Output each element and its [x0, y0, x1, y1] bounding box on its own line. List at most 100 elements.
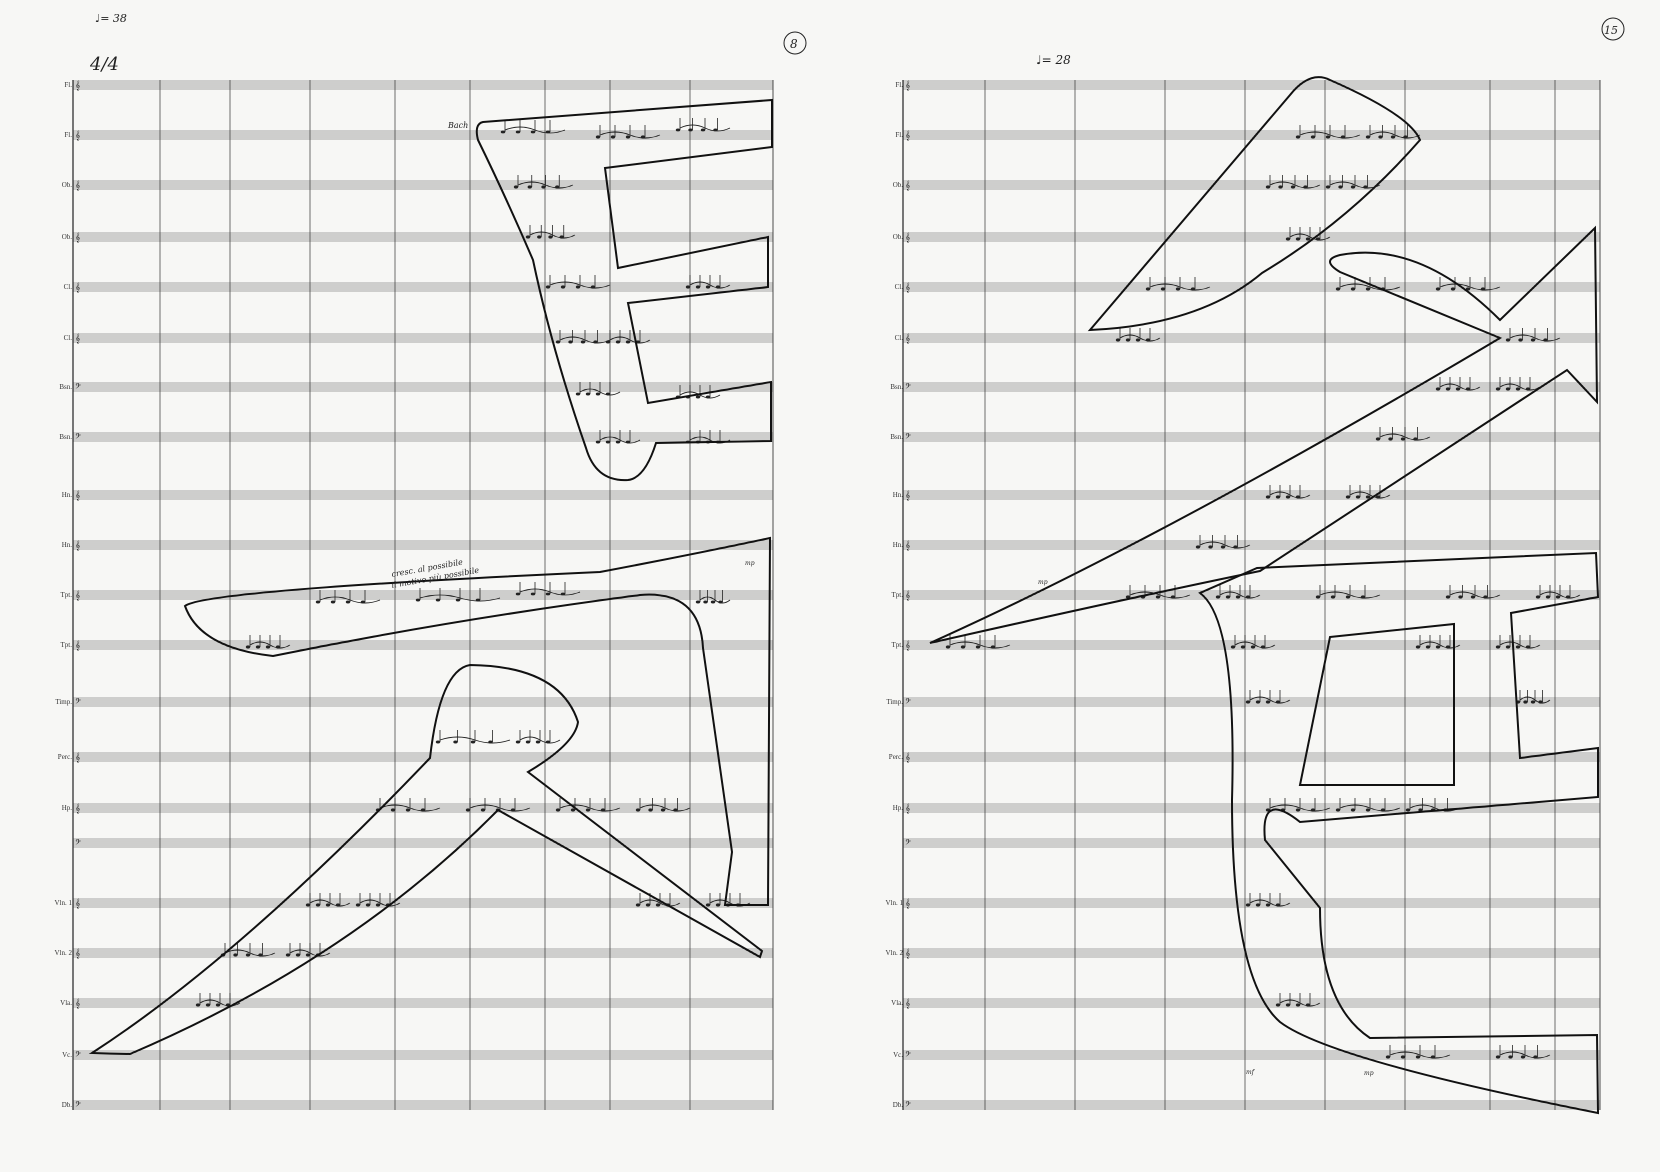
note-head	[1345, 595, 1351, 599]
note-head	[245, 645, 251, 649]
staff	[903, 948, 1600, 958]
instrument-label: Tpt.	[892, 641, 904, 649]
staff	[73, 130, 773, 140]
instrument-label: Bsn.	[59, 433, 72, 441]
staff	[903, 1100, 1600, 1110]
note-head	[625, 340, 631, 344]
tempo-marking-left: ♩= 38	[95, 12, 127, 25]
note-head	[610, 135, 616, 139]
note-head	[1350, 185, 1356, 189]
clef-icon: 𝄞	[75, 948, 80, 959]
note-head	[453, 740, 458, 744]
note-head	[315, 600, 321, 604]
staff	[903, 1050, 1600, 1060]
note-head	[605, 340, 611, 344]
note-head	[590, 285, 596, 289]
note-head	[1505, 338, 1511, 342]
instrument-label: Hn.	[893, 541, 904, 549]
note-head	[585, 392, 591, 396]
note-head	[695, 600, 701, 604]
note-head	[1445, 387, 1451, 391]
score-page-left: ♩= 38 4/4 8 Fl.Fl.Ob.Ob.Cl.Cl.Bsn.Bsn.Hn…	[55, 12, 807, 1111]
note-head	[1465, 387, 1471, 391]
note-head	[530, 130, 536, 134]
note-head	[1275, 903, 1281, 907]
note-head	[365, 903, 371, 907]
time-signature: 4/4	[89, 54, 119, 75]
staff	[903, 432, 1600, 442]
note-head	[1413, 437, 1418, 441]
note-head	[500, 130, 506, 134]
note-head	[515, 130, 521, 134]
note-head	[560, 285, 566, 289]
note-head	[245, 953, 251, 957]
note-head	[1350, 287, 1356, 291]
note-head	[545, 592, 551, 596]
clef-icon: 𝄞	[75, 803, 80, 814]
note-head	[705, 395, 711, 399]
note-head	[1340, 135, 1346, 139]
dynamic-mp-right-1: mp	[1038, 579, 1048, 586]
note-head	[570, 808, 576, 812]
page-number-left: 8	[790, 37, 798, 51]
staff	[73, 1100, 773, 1110]
note-head	[559, 235, 564, 239]
note-head	[545, 740, 551, 744]
note-head	[605, 392, 611, 396]
dynamic-mp-left: mp	[745, 560, 755, 567]
instrument-label: Fl.	[64, 131, 72, 139]
note-head	[488, 740, 493, 744]
note-head	[465, 808, 471, 812]
staff	[73, 333, 773, 343]
note-head	[1260, 645, 1266, 649]
note-head	[1530, 700, 1536, 704]
staff	[73, 838, 773, 848]
note-head	[1523, 700, 1528, 704]
note-head	[305, 953, 311, 957]
instrument-label: Timp.	[55, 698, 72, 706]
note-head	[1530, 338, 1536, 342]
note-head	[285, 953, 291, 957]
instrument-label: Vc.	[893, 1051, 903, 1059]
instrument-label: Cl.	[895, 283, 904, 291]
instrument-label: Bsn.	[59, 383, 72, 391]
clef-icon: 𝄞	[905, 998, 910, 1009]
clef-icon: 𝄞	[905, 803, 910, 814]
note-head	[1265, 495, 1271, 499]
note-head	[1275, 700, 1281, 704]
note-head	[1295, 495, 1301, 499]
note-head	[1380, 808, 1386, 812]
clef-icon: 𝄞	[905, 232, 910, 243]
note-head	[355, 903, 361, 907]
staff	[903, 282, 1600, 292]
note-head	[258, 953, 263, 957]
note-head	[1455, 387, 1461, 391]
note-head	[580, 340, 586, 344]
note-head	[1305, 1003, 1311, 1007]
instrument-label: Vln. 2	[55, 949, 73, 957]
note-head	[215, 1003, 221, 1007]
note-head	[1335, 808, 1341, 812]
note-head	[390, 808, 396, 812]
note-head	[360, 600, 366, 604]
note-head	[1375, 437, 1381, 441]
note-head	[1305, 237, 1311, 241]
clef-icon: 𝄞	[75, 998, 80, 1009]
clef-icon: 𝄢	[905, 838, 911, 849]
note-head	[1325, 185, 1331, 189]
note-head	[515, 592, 521, 596]
notation-marks-left: 𝄞𝄞𝄞𝄞𝄞𝄞𝄢𝄢𝄞𝄞𝄞𝄞𝄢𝄞𝄞𝄢𝄞𝄞𝄞𝄢𝄢	[75, 80, 751, 1111]
instrument-label: Fl.	[895, 81, 903, 89]
note-head	[545, 130, 551, 134]
instrument-labels-left: Fl.Fl.Ob.Ob.Cl.Cl.Bsn.Bsn.Hn.Hn.Tpt.Tpt.…	[55, 81, 73, 1109]
note-head	[560, 592, 566, 596]
note-head	[1255, 700, 1261, 704]
staff	[903, 752, 1600, 762]
staff	[73, 80, 773, 90]
note-head	[1538, 700, 1543, 704]
note-head	[1405, 808, 1411, 812]
tempo-marking-right: ♩= 28	[1036, 53, 1071, 67]
note-head	[625, 440, 631, 444]
clef-icon: 𝄞	[75, 640, 80, 651]
note-head	[375, 903, 381, 907]
